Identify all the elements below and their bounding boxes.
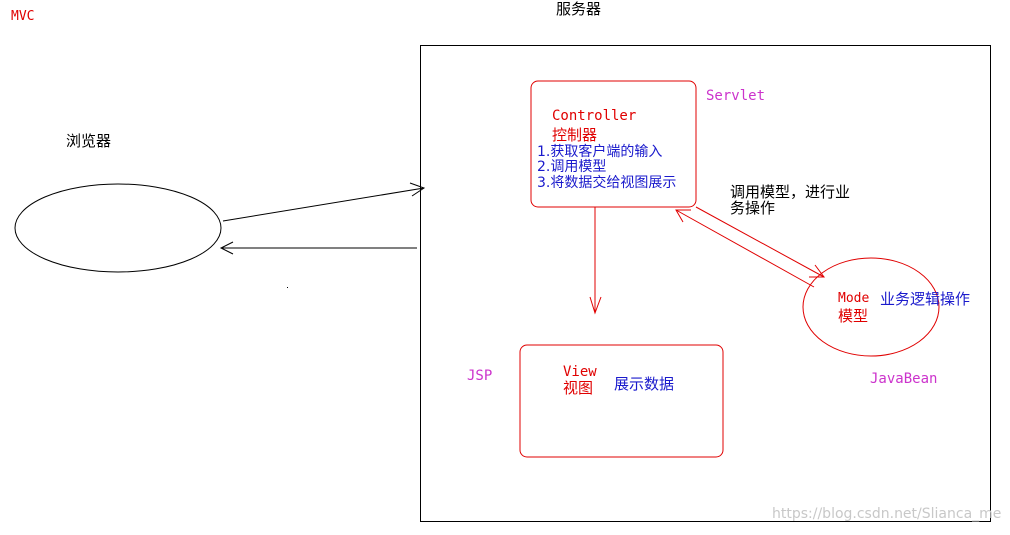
model-call-note-line1: 调用模型，进行业 [730,183,851,201]
javabean-label: JavaBean [870,371,938,387]
controller-to-model-arrow [695,206,825,278]
model-name-en: Mode [838,291,870,306]
view-name-en: View [563,364,597,380]
model-to-controller-arrow [675,209,815,288]
browser-node [14,183,222,273]
response-arrowhead [219,241,234,255]
model-to-controller-arrowhead [675,209,691,223]
controller-duty-1: 1.获取客户端的输入 [537,144,663,160]
controller-name-en: Controller [552,108,637,124]
view-name-cn: 视图 [563,379,594,397]
controller-duty-2: 2.调用模型 [537,159,607,175]
mvc-title-label: MVC [11,9,35,24]
servlet-label: Servlet [706,88,766,104]
model-name-cn: 模型 [838,307,869,325]
request-arrowhead [409,182,426,197]
request-arrow [222,187,425,222]
server-boundary [420,45,991,522]
model-call-note-line2: 务操作 [730,199,776,217]
model-description: 业务逻辑操作 [880,290,971,308]
controller-to-view-arrowhead [589,296,602,315]
view-node [519,344,724,458]
controller-to-model-arrowhead [809,264,825,278]
stray-dot [287,287,288,288]
controller-duty-3: 3.将数据交给视图展示 [537,175,677,191]
browser-label: 浏览器 [66,132,112,150]
controller-node [530,80,697,208]
watermark-text: https://blog.csdn.net/Slianca_me [772,506,1002,522]
view-description: 展示数据 [614,375,675,393]
jsp-label: JSP [467,368,493,384]
model-node [802,257,940,357]
controller-name-cn: 控制器 [552,126,598,144]
server-title: 服务器 [556,0,602,18]
